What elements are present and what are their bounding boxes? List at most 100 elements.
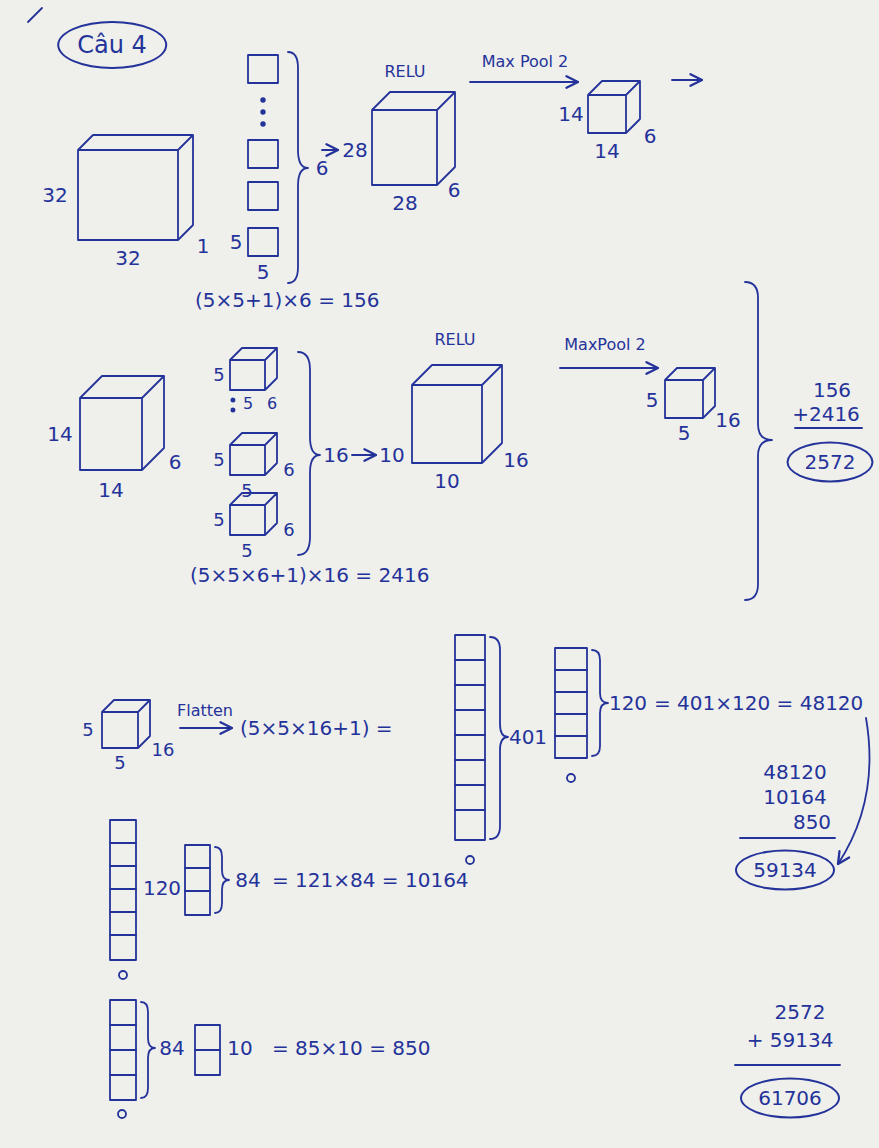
dimension-label: 6	[448, 179, 461, 202]
dimension-label: 16	[715, 409, 740, 432]
dimension-label: 14	[47, 423, 72, 446]
ellipsis-dots	[261, 110, 265, 114]
vector-column	[195, 1049, 220, 1051]
vector-column	[118, 1110, 126, 1118]
dimension-label: 5	[678, 422, 691, 445]
layer-label: Flatten	[177, 702, 233, 720]
vector-column	[555, 648, 587, 782]
vector-column	[455, 660, 485, 810]
vector-column	[110, 820, 136, 979]
vector-column	[185, 868, 210, 891]
dimension-label: 5	[213, 365, 224, 386]
feature-cube	[102, 700, 150, 748]
sum-line	[795, 427, 862, 429]
flow-arrow	[470, 81, 578, 83]
formula: = 85×10 = 850	[272, 1037, 430, 1060]
dimension-label: 5	[213, 450, 224, 471]
vector-column	[195, 1025, 220, 1075]
filter-square	[248, 228, 278, 256]
formula: (5×5×6+1)×16 = 2416	[190, 564, 429, 587]
ellipsis-dots	[261, 122, 265, 126]
vector-column	[195, 1025, 220, 1075]
vector-column	[110, 1025, 136, 1075]
layer-label: MaxPool 2	[564, 336, 645, 354]
sum-term: 2572	[775, 1001, 826, 1024]
flow-arrow	[180, 727, 232, 729]
feature-cube	[665, 368, 715, 418]
filter-square	[248, 55, 278, 83]
curly-brace	[298, 352, 320, 555]
curly-brace	[141, 1002, 155, 1098]
ellipsis-dots	[261, 98, 265, 126]
dimension-label: 1	[197, 235, 210, 258]
feature-cube	[412, 365, 502, 463]
dimension-label: 14	[98, 479, 123, 502]
sum-line	[740, 837, 835, 839]
dimension-label: 84	[159, 1037, 184, 1060]
layer-label: Max Pool 2	[482, 53, 569, 71]
dimension-label: 14	[558, 103, 583, 126]
dimension-label: 5	[82, 720, 93, 741]
vector-column	[110, 1000, 136, 1118]
flow-arrow	[352, 454, 376, 456]
vector-column	[466, 856, 474, 864]
dimension-label: 6	[169, 451, 182, 474]
flow-arrow	[322, 149, 338, 151]
vector-column	[455, 635, 485, 840]
count-label: 16	[323, 444, 348, 467]
vector-column	[455, 635, 485, 864]
result-number: 59134	[753, 859, 817, 882]
filter-square	[248, 182, 278, 210]
dimension-label: 5	[230, 231, 243, 254]
curly-brace	[592, 650, 608, 756]
layer-label: RELU	[384, 63, 425, 81]
filter-cube	[230, 348, 277, 390]
sum-term: 850	[793, 811, 831, 834]
pen-stroke	[28, 8, 42, 22]
dimension-label: 5	[243, 395, 253, 413]
vector-column	[555, 670, 587, 736]
input-cube	[78, 135, 193, 240]
vector-column	[110, 843, 136, 935]
ellipsis-dots	[231, 398, 234, 411]
formula: (5×5×16+1) =	[240, 717, 393, 740]
dimension-label: 14	[594, 140, 619, 163]
count-label: 6	[316, 157, 329, 180]
sum-term: 48120	[763, 761, 827, 784]
filter-cube	[230, 493, 277, 535]
leader-arrow	[838, 718, 870, 864]
circled-result: 59134	[735, 850, 835, 891]
dimension-label: 10	[434, 470, 459, 493]
layer-label: RELU	[434, 331, 475, 349]
result-number: 61706	[758, 1087, 822, 1110]
dimension-label: 120	[609, 692, 647, 715]
ellipsis-dots	[261, 98, 265, 102]
dimension-label: 120	[143, 877, 181, 900]
question-title: Câu 4	[57, 21, 167, 69]
filter-cube	[230, 433, 277, 475]
flow-arrow	[560, 367, 658, 369]
dimension-label: 401	[509, 726, 547, 749]
dimension-label: 5	[213, 510, 224, 531]
sum-line	[735, 1064, 840, 1066]
vector-column	[119, 971, 127, 979]
dimension-label: 28	[392, 192, 417, 215]
circled-result: 61706	[740, 1078, 840, 1119]
dimension-label: 16	[152, 740, 175, 761]
sum-term: +2416	[792, 403, 860, 426]
curly-brace	[288, 52, 308, 283]
feature-cube	[588, 81, 640, 133]
formula: = 121×84 = 10164	[272, 869, 469, 892]
dimension-label: 6	[644, 125, 657, 148]
vector-column	[555, 648, 587, 758]
dimension-label: 10	[379, 444, 404, 467]
filter-square	[248, 140, 278, 168]
dimension-label: 5	[257, 261, 270, 284]
dimension-label: 32	[42, 184, 67, 207]
vector-column	[185, 845, 210, 915]
ellipsis-dots	[231, 398, 234, 401]
dimension-label: 6	[283, 460, 294, 481]
ellipsis-dots	[231, 408, 234, 411]
